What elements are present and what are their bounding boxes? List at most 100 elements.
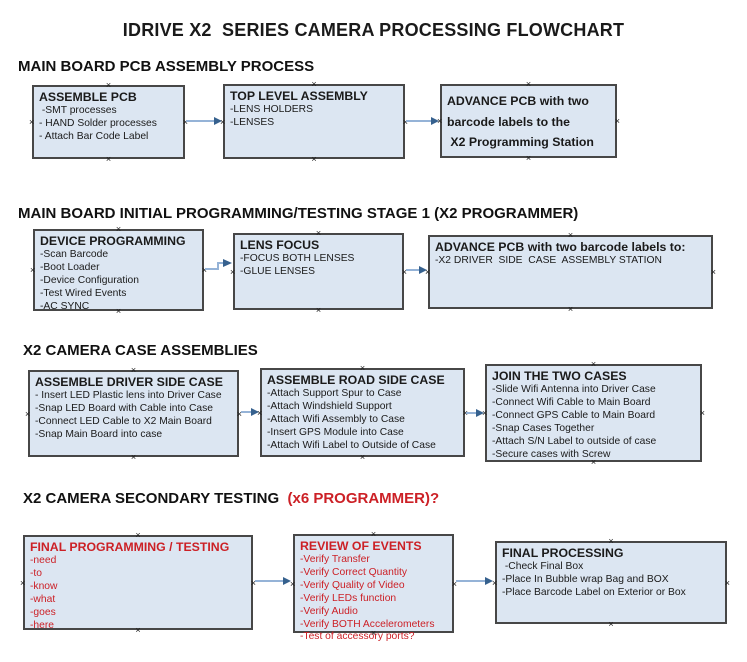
box-item: -Verify BOTH Accelerometers — [300, 618, 435, 630]
box-item: -LENSES — [230, 116, 275, 128]
box-item: -Snap Main Board into case — [35, 428, 163, 440]
connection-point-icon: × — [25, 408, 31, 419]
box-item: -X2 DRIVER SIDE CASE ASSEMBLY STATION — [435, 255, 662, 266]
connection-point-icon: × — [710, 267, 716, 277]
flow-arrow-elbow — [205, 259, 232, 270]
box-item: -Secure cases with Screw — [492, 448, 611, 460]
flow-box-top-level-assembly: TOP LEVEL ASSEMBLY -LENS HOLDERS -LENSES… — [220, 80, 408, 164]
box-item: -Verify Quality of Video — [300, 579, 405, 591]
box-item: -Attach Windshield Support — [267, 400, 392, 412]
flow-arrow — [255, 576, 291, 585]
flow-arrow — [241, 407, 259, 416]
connection-point-icon: × — [699, 408, 705, 418]
flow-box-assemble-road-side-case: ASSEMBLE ROAD SIDE CASE -Attach Support … — [257, 364, 468, 462]
box-title: ADVANCE PCB with two barcode labels to: — [435, 240, 686, 254]
connection-point-icon: × — [311, 154, 317, 164]
box-item: -Attach S/N Label to outside of case — [492, 435, 657, 447]
connection-point-icon: × — [359, 363, 366, 373]
box-item: -FOCUS BOTH LENSES — [240, 253, 355, 264]
box-item: -goes — [30, 606, 56, 618]
box-item: -GLUE LENSES — [240, 265, 315, 277]
connection-point-icon: × — [590, 359, 597, 369]
flow-arrow — [456, 576, 493, 585]
box-item: - Insert LED Plastic lens into Driver Ca… — [35, 390, 222, 401]
box-item: -Verify Transfer — [300, 554, 370, 565]
box-item: - Attach Bar Code Label — [39, 130, 149, 142]
box-title: TOP LEVEL ASSEMBLY — [230, 89, 368, 103]
connection-point-icon: × — [130, 452, 137, 462]
box-item: -Verify Audio — [300, 605, 358, 617]
flow-box-final-programming-testing: FINAL PROGRAMMING / TESTING -need -to -k… — [20, 531, 256, 635]
box-item: -Scan Barcode — [40, 249, 109, 260]
section-heading-secondary-testing: X2 CAMERA SECONDARY TESTING (x6 PROGRAMM… — [23, 490, 439, 507]
box-item: -Attach Support Spur to Case — [267, 388, 402, 399]
flow-box-review-of-events: REVIEW OF EVENTS -Verify Transfer -Verif… — [290, 530, 457, 643]
connection-point-icon: × — [614, 116, 620, 126]
box-item: -SMT processes — [39, 105, 117, 116]
box-item: - HAND Solder processes — [39, 117, 157, 129]
box-item: -here — [30, 619, 55, 631]
box-item: -Verify Correct Quantity — [300, 566, 408, 578]
box-item: -Place Barcode Label on Exterior or Box — [502, 586, 686, 598]
connection-point-icon: × — [311, 79, 317, 89]
box-item: -Test Wired Events — [40, 287, 127, 299]
connection-point-icon: × — [525, 79, 532, 89]
box-title: ASSEMBLE DRIVER SIDE CASE — [35, 375, 223, 389]
box-item: -Check Final Box — [502, 561, 584, 572]
section-heading-black-part: X2 CAMERA SECONDARY TESTING — [23, 490, 280, 507]
section-heading-case-assemblies: X2 CAMERA CASE ASSEMBLIES — [23, 342, 258, 359]
box-item: -Snap LED Board with Cable into Case — [35, 402, 214, 414]
flow-arrow — [186, 116, 222, 125]
box-item: -Attach Wifi Assembly to Case — [267, 413, 405, 425]
box-item: -need — [30, 555, 57, 566]
box-title: FINAL PROCESSING — [502, 546, 624, 560]
connection-point-icon: × — [315, 228, 322, 238]
connection-point-icon: × — [30, 265, 36, 275]
connection-point-icon: × — [29, 117, 35, 127]
box-item: -Connect GPS Cable to Main Board — [492, 409, 656, 421]
section-heading-initial-programming: MAIN BOARD INITIAL PROGRAMMING/TESTING S… — [18, 205, 579, 222]
connection-point-icon: × — [359, 452, 366, 462]
flow-box-final-processing: FINAL PROCESSING -Check Final Box -Place… — [492, 537, 730, 629]
box-item: -Test of accessory ports? — [300, 631, 415, 643]
connection-point-icon: × — [315, 305, 322, 315]
box-item: -to — [30, 567, 43, 579]
flow-box-assemble-driver-side-case: ASSEMBLE DRIVER SIDE CASE - Insert LED P… — [25, 366, 242, 462]
box-title: FINAL PROGRAMMING / TESTING — [30, 540, 230, 554]
box-item: -what — [30, 593, 56, 605]
connection-point-icon: × — [135, 530, 141, 540]
box-item: -Boot Loader — [40, 261, 100, 273]
box-item: -Snap Cases Together — [492, 422, 595, 434]
flow-arrow — [406, 116, 439, 125]
box-item: X2 Programming Station — [447, 135, 594, 149]
box-item: -AC SYNC — [40, 300, 90, 312]
flow-arrow — [406, 265, 427, 274]
box-item: -Connect LED Cable to X2 Main Board — [35, 415, 212, 427]
box-item: -Connect Wifi Cable to Main Board — [492, 396, 651, 408]
connection-point-icon: × — [20, 577, 26, 588]
box-item: -Insert GPS Module into Case — [267, 426, 404, 438]
flow-box-advance-pcb-programming-station: ADVANCE PCB with two barcode labels to t… — [437, 80, 620, 163]
connection-point-icon: × — [567, 304, 574, 314]
box-item: -Attach Wifi Label to Outside of Case — [267, 439, 436, 451]
connection-point-icon: × — [608, 619, 614, 629]
flow-box-advance-pcb-driver-side: ADVANCE PCB with two barcode labels to: … — [425, 231, 716, 314]
connection-point-icon: × — [105, 154, 112, 164]
connection-point-icon: × — [567, 230, 574, 240]
box-title: JOIN THE TWO CASES — [492, 369, 627, 383]
box-item: -LENS HOLDERS — [230, 104, 313, 115]
connection-point-icon: × — [724, 577, 730, 588]
section-heading-red-part: (x6 PROGRAMMER)? — [279, 490, 440, 507]
box-title: DEVICE PROGRAMMING — [40, 234, 186, 248]
flow-box-device-programming: DEVICE PROGRAMMING -Scan Barcode -Boot L… — [30, 225, 207, 316]
box-title: REVIEW OF EVENTS — [300, 539, 422, 553]
section-heading-pcb-assembly: MAIN BOARD PCB ASSEMBLY PROCESS — [18, 58, 315, 75]
box-title: ASSEMBLE ROAD SIDE CASE — [267, 373, 445, 387]
box-item: -Device Configuration — [40, 274, 140, 286]
connection-point-icon: × — [608, 536, 614, 546]
box-item: -Verify LEDs function — [300, 592, 397, 604]
page-title: IDRIVE X2 SERIES CAMERA PROCESSING FLOWC… — [122, 20, 625, 40]
box-title: ASSEMBLE PCB — [39, 90, 137, 104]
box-item: -Place In Bubble wrap Bag and BOX — [502, 573, 669, 585]
